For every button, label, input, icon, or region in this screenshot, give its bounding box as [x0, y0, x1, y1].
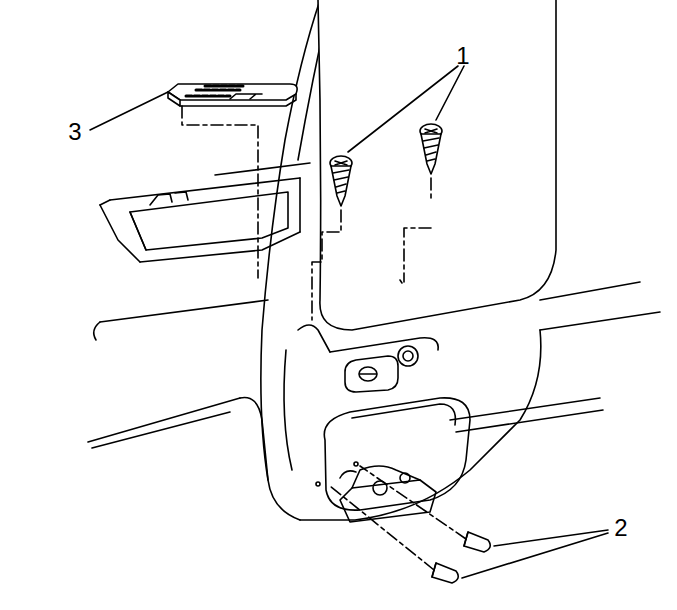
callout-number: 2: [614, 516, 627, 540]
callout-number: 3: [68, 120, 81, 144]
callout-number: 1: [456, 44, 469, 68]
